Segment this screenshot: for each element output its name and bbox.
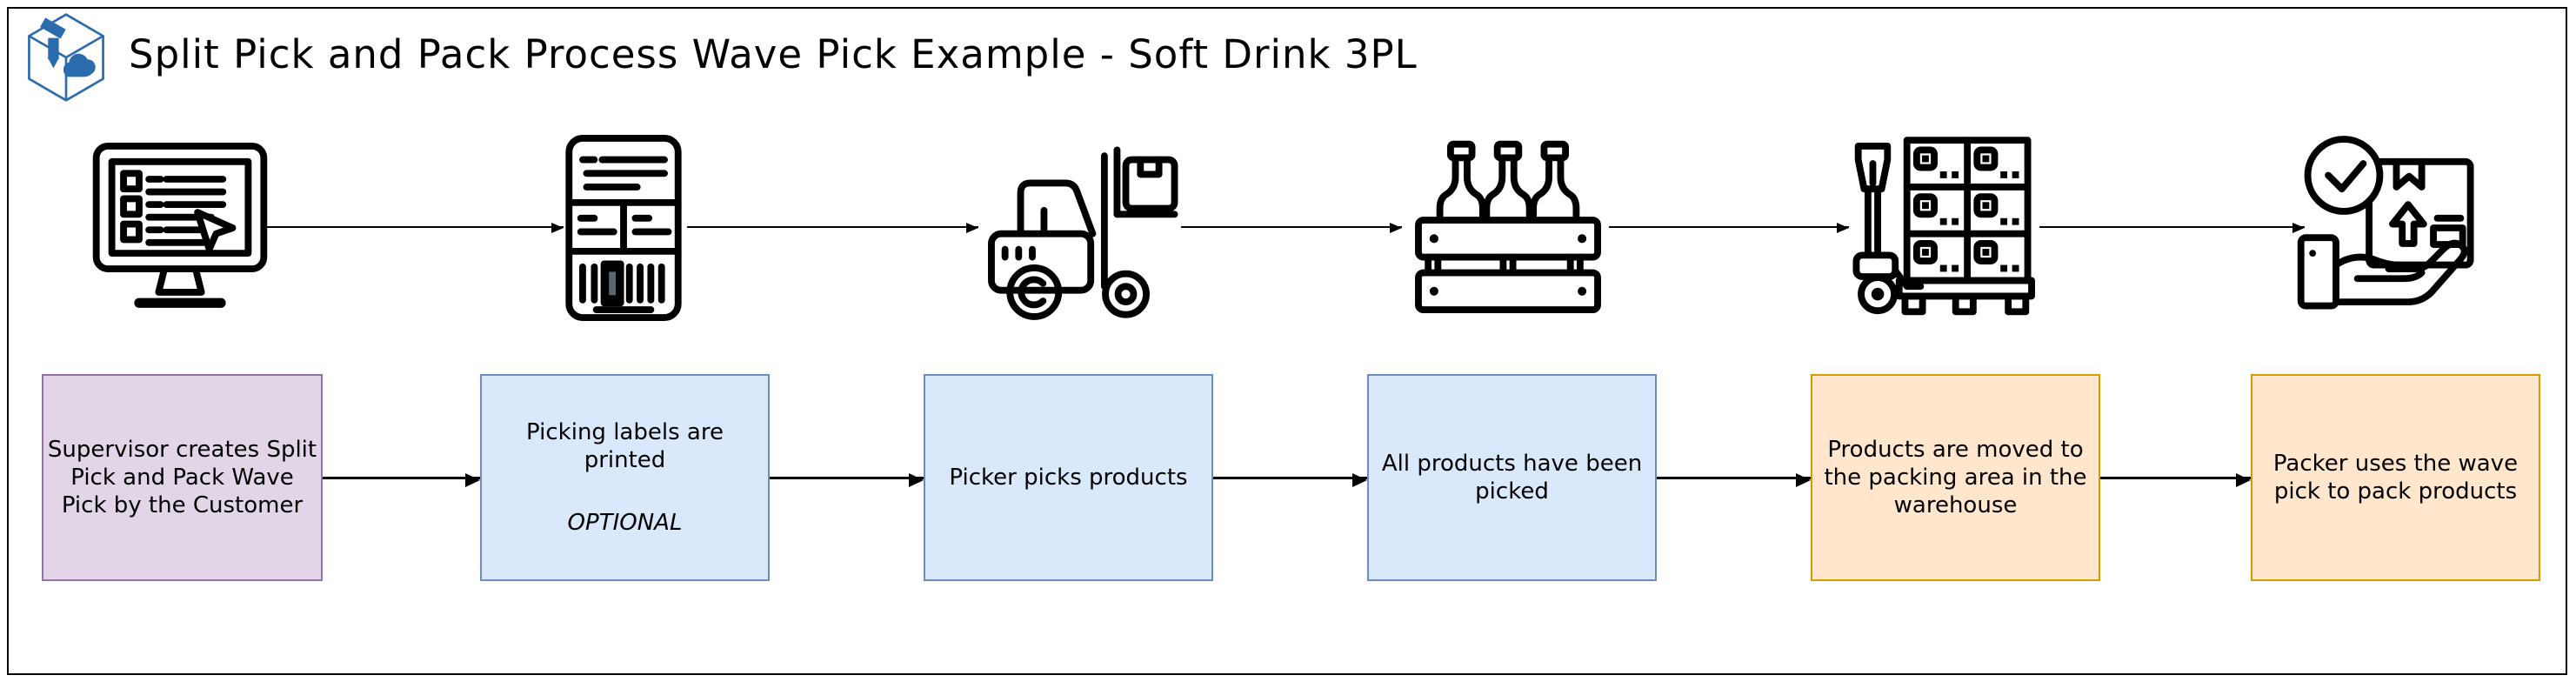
flow-arrow-icons-1: [263, 223, 564, 233]
bottle-crate-icon: [1411, 130, 1605, 325]
step-box-5: Products are moved to the packing area i…: [1811, 374, 2100, 581]
flow-arrow-boxes-3: [1213, 473, 1367, 487]
step-label: Picker picks products: [949, 465, 1188, 491]
step-label: Picking labels are printed: [526, 419, 724, 473]
diagram-frame: [7, 7, 2567, 675]
flow-arrow-icons-5: [2039, 223, 2305, 233]
step-label: Products are moved to the packing area i…: [1824, 437, 2087, 518]
flow-arrow-icons-2: [687, 223, 978, 233]
forklift-icon: [984, 130, 1178, 325]
hand-box-check-icon: [2295, 130, 2490, 325]
picking-label-icon: [526, 130, 721, 325]
flow-arrow-boxes-5: [2100, 473, 2251, 487]
flow-arrow-icons-3: [1181, 223, 1402, 233]
step-box-2: Picking labels are printed OPTIONAL: [480, 374, 770, 581]
flow-arrow-boxes-2: [770, 473, 924, 487]
step-box-4: All products have been picked: [1367, 374, 1657, 581]
step-note: OPTIONAL: [567, 510, 683, 536]
step-label: Packer uses the wave pick to pack produc…: [2272, 451, 2519, 505]
computer-order-icon: [83, 130, 277, 325]
flow-arrow-boxes-4: [1657, 473, 1811, 487]
step-label: All products have been picked: [1381, 451, 1643, 505]
boxed-cloud-logo: [17, 9, 115, 110]
pallet-jack-icon: [1845, 130, 2039, 325]
step-box-3: Picker picks products: [924, 374, 1213, 581]
step-label: Supervisor creates Split Pick and Pack W…: [47, 437, 317, 518]
flow-arrow-icons-4: [1609, 223, 1849, 233]
diagram-title: Split Pick and Pack Process Wave Pick Ex…: [129, 31, 1418, 77]
step-box-6: Packer uses the wave pick to pack produc…: [2251, 374, 2540, 581]
flow-arrow-boxes-1: [323, 473, 480, 487]
step-box-1: Supervisor creates Split Pick and Pack W…: [42, 374, 323, 581]
